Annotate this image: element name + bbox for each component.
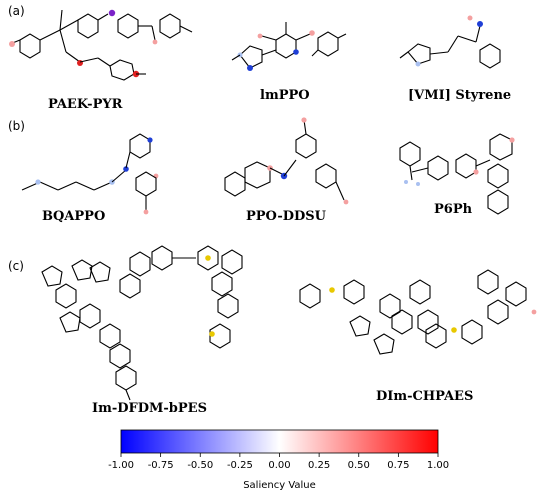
molecule-name-im-dfdm-bpes: Im-DFDM-bPES bbox=[92, 401, 207, 416]
colorbar-tick-label: -1.00 bbox=[108, 460, 134, 471]
molecule-name-paek-pyr: PAEK-PYR bbox=[48, 97, 123, 112]
molecule-bqappo bbox=[21, 133, 159, 215]
molecule-name-vmi-styrene: [VMI] Styrene bbox=[408, 88, 511, 103]
molecule-name-ppo-ddsu: PPO-DDSU bbox=[246, 209, 327, 224]
colorbar-tick-label: 0.50 bbox=[348, 460, 370, 471]
colorbar-tick-label: 0.25 bbox=[308, 460, 330, 471]
colorbar-label: Saliency Value bbox=[243, 480, 316, 491]
colorbar-ticks: -1.00 -0.75 -0.50 -0.25 0.00 0.25 0.50 0.75 1.00 bbox=[108, 453, 449, 471]
molecule-name-p6ph: P6Ph bbox=[434, 202, 473, 217]
molecule-name-bqappo: BQAPPO bbox=[42, 209, 105, 224]
molecule-name-dim-chpaes: DIm-CHPAES bbox=[376, 389, 473, 404]
colorbar-tick-label: 0.75 bbox=[387, 460, 409, 471]
molecule-paek-pyr bbox=[9, 9, 193, 81]
molecule-vmi-styrene bbox=[399, 15, 501, 69]
molecule-dim-chpaes bbox=[299, 269, 537, 355]
panel-label-b: (b) bbox=[8, 119, 25, 133]
colorbar-tick-label: 1.00 bbox=[427, 460, 449, 471]
panel-label-a: (a) bbox=[8, 4, 25, 18]
molecule-im-dfdm-bpes bbox=[41, 245, 243, 401]
colorbar-gradient bbox=[120, 429, 439, 454]
colorbar: -1.00 -0.75 -0.50 -0.25 0.00 0.25 0.50 0.75 1.00… bbox=[108, 429, 449, 491]
colorbar-tick-label: -0.25 bbox=[227, 460, 253, 471]
colorbar-tick-label: -0.50 bbox=[187, 460, 213, 471]
molecule-lmppo bbox=[231, 22, 347, 71]
molecule-p6ph bbox=[399, 133, 515, 215]
molecule-ppo-ddsu bbox=[224, 117, 349, 205]
colorbar-tick-label: -0.75 bbox=[148, 460, 174, 471]
molecule-name-lmppo: lmPPO bbox=[260, 88, 310, 103]
colorbar-tick-label: 0.00 bbox=[268, 460, 290, 471]
panel-label-c: (c) bbox=[8, 259, 24, 273]
